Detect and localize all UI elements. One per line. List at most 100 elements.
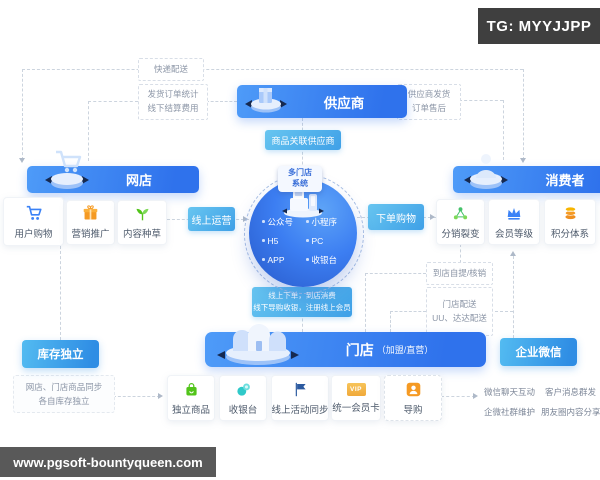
center-title-line1: 多门店 xyxy=(288,168,312,178)
arrowhead-icon xyxy=(158,393,163,399)
connector-line xyxy=(88,101,89,161)
order-shopping-text: 下单购物 xyxy=(376,213,416,225)
bullet-icon xyxy=(306,258,309,261)
flag-icon xyxy=(295,382,306,396)
card-independent-product: 独立商品 xyxy=(167,375,215,421)
inventory-button: 库存独立 xyxy=(22,340,99,368)
bullet-icon xyxy=(262,239,265,242)
inventory-sync-box: 网店、门店商品同步 各自库存独立 xyxy=(13,375,115,413)
connector-line xyxy=(441,396,475,397)
connector-line xyxy=(459,100,503,101)
bullet-icon xyxy=(262,220,265,223)
connector-line xyxy=(513,256,514,338)
connector-line xyxy=(88,101,138,102)
supplier-ship-box: 供应商发货 订单售后 xyxy=(397,84,461,120)
network-icon xyxy=(453,206,468,219)
delivery-box: 门店配送 UU、达达配送 xyxy=(426,287,493,336)
supplier-label: 供应商 xyxy=(323,95,365,111)
connector-line xyxy=(206,101,237,102)
o2o-line1: 线上下单，到店消费 xyxy=(268,291,336,300)
center-item: 公众号 xyxy=(262,212,293,231)
center-item: 小程序 xyxy=(306,212,337,231)
store-sub-label: （加盟/直营） xyxy=(376,345,434,355)
cart-icon xyxy=(26,205,42,220)
online-store-banner: 网店 xyxy=(27,150,199,193)
connector-line xyxy=(523,69,524,160)
online-store-label: 网店 xyxy=(125,173,152,188)
pickup-label: 到店自提/核销 xyxy=(432,267,487,278)
wecom-item-chat: 微信聊天互动 xyxy=(484,387,536,397)
center-system-title: 多门店 系统 xyxy=(278,166,322,192)
card-distribution: 分销裂变 xyxy=(436,199,485,245)
arrowhead-icon xyxy=(19,158,25,163)
bullet-icon xyxy=(306,239,309,242)
card-content: 内容种草 xyxy=(117,200,167,245)
arrowhead-icon xyxy=(430,214,435,220)
card-cashier: 收银台 xyxy=(219,375,267,421)
online-ops-text: 线上运营 xyxy=(191,215,232,227)
store-label: 门店 xyxy=(345,341,374,358)
consumer-banner: 消费者 xyxy=(453,154,600,193)
connector-line xyxy=(390,311,426,312)
pickup-box: 到店自提/核销 xyxy=(426,262,493,285)
guide-icon xyxy=(406,382,420,396)
o2o-line2: 线下导购收银，注册线上会员 xyxy=(253,303,351,312)
connector-line xyxy=(460,244,461,263)
connector-line xyxy=(22,69,523,70)
gift-icon xyxy=(83,205,98,220)
wecom-item-community: 企微社群维护 xyxy=(484,407,536,417)
ship-stats-box: 发货订单统计 线下结算费用 xyxy=(138,84,208,120)
arrowhead-icon xyxy=(510,251,516,256)
card-points: 积分体系 xyxy=(544,199,596,245)
arrowhead-icon xyxy=(473,393,478,399)
center-item: APP xyxy=(262,250,293,269)
tg-badge-text: TG: MYYJJPP xyxy=(486,17,592,35)
card-member-level: 会员等级 xyxy=(488,199,540,245)
card-member-card: VIP 统一会员卡 xyxy=(331,375,381,421)
connector-line xyxy=(60,246,61,340)
online-ops-button: 线上运营 xyxy=(188,207,235,231)
pos-terminal-icon xyxy=(282,190,324,218)
express-delivery-label: 快递配送 xyxy=(153,63,188,74)
inventory-sync-line1: 网店、门店商品同步 xyxy=(25,381,103,392)
card-activity-sync: 线上活动同步 xyxy=(271,375,329,421)
bag-icon xyxy=(185,382,197,395)
sprout-icon xyxy=(136,208,148,221)
store-3d-icon xyxy=(217,324,299,365)
cashier-coin-icon xyxy=(236,383,250,396)
card-marketing: 营销推广 xyxy=(66,200,115,245)
order-shopping-button: 下单购物 xyxy=(368,204,424,230)
connector-line xyxy=(503,100,504,160)
card-guide: 导购 xyxy=(384,375,442,421)
watermark-bar: www.pgsoft-bountyqueen.com xyxy=(0,447,216,477)
wecom-item-moments: 朋友圈内容分享 xyxy=(541,407,600,417)
store-delivery-label: 门店配送 xyxy=(442,298,477,309)
express-delivery-box: 快递配送 xyxy=(138,58,204,81)
product-link-text: 商品关联供应商 xyxy=(271,135,335,146)
wecom-button: 企业微信 xyxy=(500,338,577,366)
inventory-sync-line2: 各自库存独立 xyxy=(38,396,90,406)
wecom-label: 企业微信 xyxy=(515,347,562,359)
arrowhead-icon xyxy=(520,158,526,163)
supplier-ship-line2: 订单售后 xyxy=(411,103,446,113)
online-store-3d-icon xyxy=(45,150,89,189)
inventory-label: 库存独立 xyxy=(37,349,84,361)
vip-card-icon: VIP xyxy=(346,382,366,396)
crown-icon xyxy=(507,208,521,220)
bullet-icon xyxy=(262,258,265,261)
wecom-item-broadcast: 客户消息群发 xyxy=(545,387,597,397)
consumer-label: 消费者 xyxy=(545,173,585,188)
center-items-left: 公众号 H5 APP xyxy=(262,212,293,269)
center-item: PC xyxy=(306,231,337,250)
center-items-right: 小程序 PC 收银台 xyxy=(306,212,337,269)
o2o-banner: 线上下单，到店消费 线下导购收银，注册线上会员 xyxy=(252,287,352,317)
connector-line xyxy=(390,311,391,332)
center-item: 收银台 xyxy=(306,250,337,269)
ship-stats-line2: 线下结算费用 xyxy=(147,103,199,113)
product-link-label: 商品关联供应商 xyxy=(265,130,341,150)
connector-line xyxy=(113,396,160,397)
tg-badge: TG: MYYJJPP xyxy=(478,8,600,44)
watermark-text: www.pgsoft-bountyqueen.com xyxy=(13,454,203,470)
center-item: H5 xyxy=(262,231,293,250)
supplier-ship-line1: 供应商发货 xyxy=(407,89,451,100)
